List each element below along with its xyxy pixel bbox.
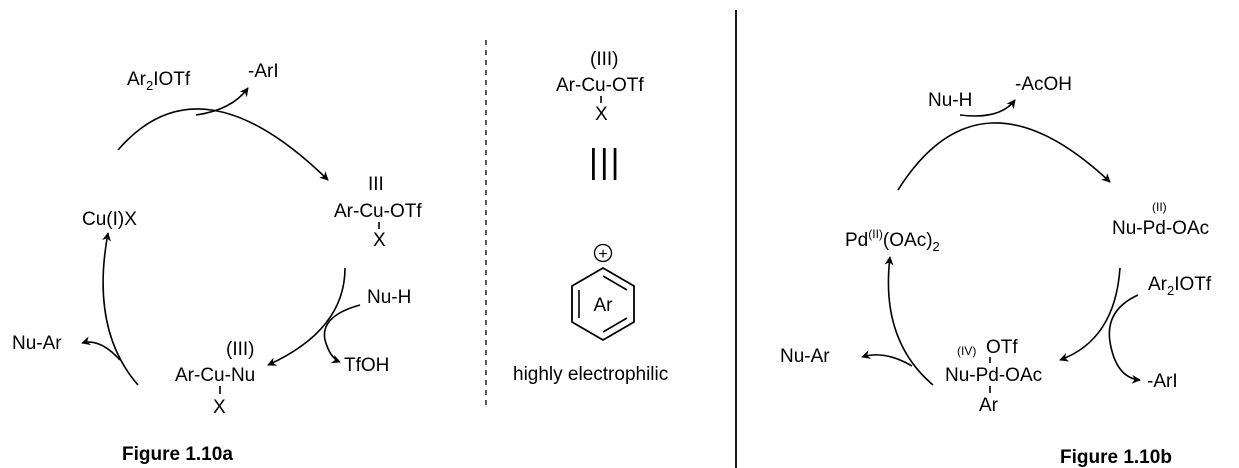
intermediate-ar-cu-nu: Ar-Cu-Nu	[175, 365, 255, 386]
benzene-ring-icon	[571, 266, 635, 342]
oxidation-state-iii-middle: (III)	[590, 49, 619, 70]
cycle-b-right-arrow	[1059, 267, 1121, 362]
caption-figure-b: Figure 1.10b	[1060, 447, 1172, 468]
ligand-otf-b2: OTf	[986, 337, 1018, 358]
reagent-ar2iotf-a: Ar2IOTf	[127, 69, 191, 93]
ring-label-ar: Ar	[594, 295, 614, 316]
intermediate-nu-pd-oac-otf-ar: Nu-Pd-OAc	[945, 365, 1042, 386]
intermediate-ar-cu-otf: Ar-Cu-OTf	[334, 201, 422, 222]
nucleophile-nu-h-b: Nu-H	[928, 90, 972, 111]
reagent-ar2iotf-b: Ar2IOTf	[1148, 274, 1212, 298]
cycle-b-top-arrow	[897, 122, 1111, 191]
nucleophile-nu-h-a: Nu-H	[367, 287, 411, 308]
cycle-a-ari-arrow	[195, 87, 249, 116]
ligand-x-a2: X	[213, 397, 226, 418]
oxidation-state-iii-a1: III	[368, 174, 384, 195]
cycle-b-nuar-arrow	[861, 350, 913, 367]
cycle-a-nuar-arrow	[81, 336, 121, 361]
catalyst-cu-i-x: Cu(I)X	[82, 209, 137, 230]
cycle-b-acoh-arrow	[959, 99, 1016, 117]
byproduct-ari-b: -ArI	[1147, 371, 1178, 392]
cycle-a-nuh-arrow	[323, 304, 361, 364]
byproduct-acoh: -AcOH	[1015, 74, 1072, 95]
product-nu-ar-b: Nu-Ar	[780, 346, 830, 367]
product-nu-ar-a: Nu-Ar	[12, 333, 62, 354]
positive-charge-icon	[593, 243, 613, 263]
oxidation-state-ii-b1: (II)	[1152, 200, 1167, 214]
figure-a-cycle	[81, 87, 361, 386]
note-highly-electrophilic: highly electrophilic	[513, 364, 668, 385]
catalyst-pd-oac2: Pd(II)(OAc)2	[845, 227, 940, 254]
ligand-ar-b2: Ar	[979, 395, 999, 416]
byproduct-tfoh: TfOH	[344, 355, 389, 376]
intermediate-nu-pd-oac: Nu-Pd-OAc	[1112, 218, 1209, 239]
byproduct-ari-a: -ArI	[248, 61, 279, 82]
caption-figure-a: Figure 1.10a	[122, 444, 233, 465]
equivalence-symbol: |||	[589, 143, 622, 181]
cycle-b-ari-arrow	[1108, 294, 1141, 384]
figure-b-cycle	[861, 99, 1141, 386]
cycle-a-top-arrow	[117, 108, 329, 181]
ligand-x-a1: X	[373, 230, 386, 251]
ligand-x-middle: X	[595, 104, 608, 125]
cycle-a-left-arrow	[102, 232, 139, 386]
cycle-b-left-arrow	[884, 256, 934, 386]
oxidation-state-iii-a2: (III)	[226, 339, 255, 360]
plus-sign: +	[598, 246, 607, 263]
species-ar-cu-otf-middle: Ar-Cu-OTf	[556, 75, 644, 96]
oxidation-state-iv-b2: (IV)	[957, 344, 976, 358]
cycle-a-right-arrow	[267, 267, 346, 366]
